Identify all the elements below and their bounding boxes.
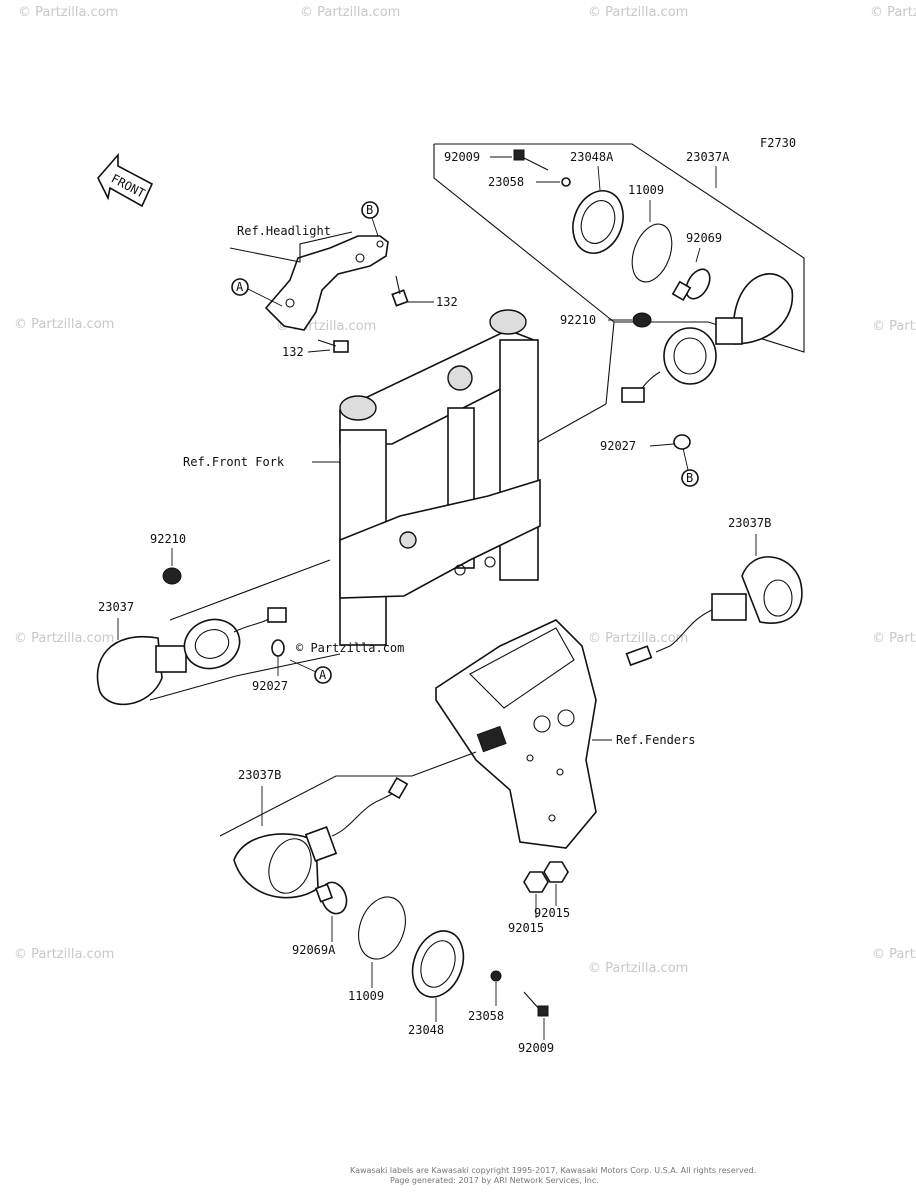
part-92009-top: 92009 xyxy=(444,150,480,164)
leader-line xyxy=(537,403,607,443)
headlight-ref-frame xyxy=(229,231,353,263)
ring-11009-bottom xyxy=(358,896,406,960)
watermark: © Partzilla.com xyxy=(14,947,114,962)
part-92069a: 92069A xyxy=(292,943,336,957)
lens-23048a xyxy=(572,190,624,254)
grommet-92210-right xyxy=(632,312,652,328)
center-watermark: © Partzilla.com xyxy=(296,641,404,655)
screw-92009-top xyxy=(513,149,549,171)
callout-b-upper: B xyxy=(361,201,379,237)
watermark: © Partzilla.com xyxy=(300,5,400,20)
part-23048a: 23048A xyxy=(570,150,614,164)
part-132-right: 132 xyxy=(436,295,458,309)
watermark-group: © Partzilla.com © Partzilla.com © Partzi… xyxy=(14,5,916,976)
watermark: © Partzilla.com xyxy=(872,631,916,646)
bulb-92069 xyxy=(671,268,711,302)
leader-line xyxy=(597,165,601,191)
front-direction-arrow: FRONT xyxy=(97,152,154,208)
part-23037a: 23037A xyxy=(686,150,730,164)
part-92210-left: 92210 xyxy=(150,532,186,546)
part-11009-top: 11009 xyxy=(628,183,664,197)
bolt-132-left xyxy=(317,339,349,353)
watermark: © Partzilla.com xyxy=(14,317,114,332)
part-23048: 23048 xyxy=(408,1023,444,1037)
ref-front-fork-label: Ref.Front Fork xyxy=(183,455,285,469)
ref-headlight-label: Ref.Headlight xyxy=(237,224,331,238)
part-23058-top: 23058 xyxy=(488,175,524,189)
ring-11009-top xyxy=(631,223,673,283)
leader-line xyxy=(307,349,331,353)
part-92015-b: 92015 xyxy=(508,921,544,935)
part-92009-bottom: 92009 xyxy=(518,1041,554,1055)
washer-23058-bottom xyxy=(490,970,502,982)
rear-fender-bracket xyxy=(435,619,597,849)
svg-text:A: A xyxy=(236,280,244,294)
part-92069: 92069 xyxy=(686,231,722,245)
part-92015-a: 92015 xyxy=(534,906,570,920)
svg-text:B: B xyxy=(686,471,693,485)
copyright-footer-2: Page generated: 2017 by ARI Network Serv… xyxy=(390,1176,599,1185)
copyright-footer: Kawasaki labels are Kawasaki copyright 1… xyxy=(350,1166,756,1175)
part-11009-bottom: 11009 xyxy=(348,989,384,1003)
callout-a-lower: A xyxy=(289,659,332,684)
leader-line xyxy=(605,321,615,405)
watermark: © Partzilla.com xyxy=(588,631,688,646)
diagram-code: F2730 xyxy=(760,136,796,150)
svg-text:B: B xyxy=(366,203,373,217)
watermark: © Partzilla.com xyxy=(870,5,916,20)
lower-assembly-frame xyxy=(219,775,412,837)
leader-line xyxy=(169,559,331,621)
ref-fenders-label: Ref.Fenders xyxy=(616,733,695,747)
callout-b-lower: B xyxy=(681,447,699,487)
watermark: © Partzilla.com xyxy=(872,319,916,334)
leader-line xyxy=(411,751,477,777)
part-23037b-right: 23037B xyxy=(728,516,771,530)
watermark: © Partzilla.com xyxy=(872,947,916,962)
headlight-bracket xyxy=(264,235,389,331)
callout-a-upper: A xyxy=(231,278,283,307)
bolt-132-right xyxy=(391,275,409,307)
turn-signal-23037a xyxy=(621,273,794,403)
part-23037-left: 23037 xyxy=(98,600,134,614)
leader-line xyxy=(695,247,701,263)
grommet-92210-left xyxy=(162,567,182,585)
collar-92027-left xyxy=(271,639,285,657)
leader-line xyxy=(649,443,675,447)
bulb-92069a xyxy=(314,881,348,915)
svg-text:A: A xyxy=(319,668,327,682)
part-23058-bottom: 23058 xyxy=(468,1009,504,1023)
turn-signal-23037-left xyxy=(96,607,287,706)
part-92027-right: 92027 xyxy=(600,439,636,453)
turn-signal-23037b-bottom xyxy=(233,776,409,899)
watermark: © Partzilla.com xyxy=(14,631,114,646)
part-92027-left: 92027 xyxy=(252,679,288,693)
lens-23048 xyxy=(411,930,465,998)
watermark: © Partzilla.com xyxy=(18,5,118,20)
front-fork-assembly xyxy=(339,309,541,646)
part-23037b-bottom: 23037B xyxy=(238,768,281,782)
nut-92015-b xyxy=(543,861,569,883)
nut-92015-a xyxy=(523,871,549,893)
watermark: © Partzilla.com xyxy=(588,961,688,976)
leader-line xyxy=(149,653,341,701)
watermark: © Partzilla.com xyxy=(588,5,688,20)
part-92210-right: 92210 xyxy=(560,313,596,327)
turn-signal-23037b-right xyxy=(625,556,803,667)
collar-92027-right xyxy=(673,434,691,450)
part-132-left: 132 xyxy=(282,345,304,359)
washer-23058-top xyxy=(561,177,571,187)
screw-92009-bottom xyxy=(523,991,549,1017)
